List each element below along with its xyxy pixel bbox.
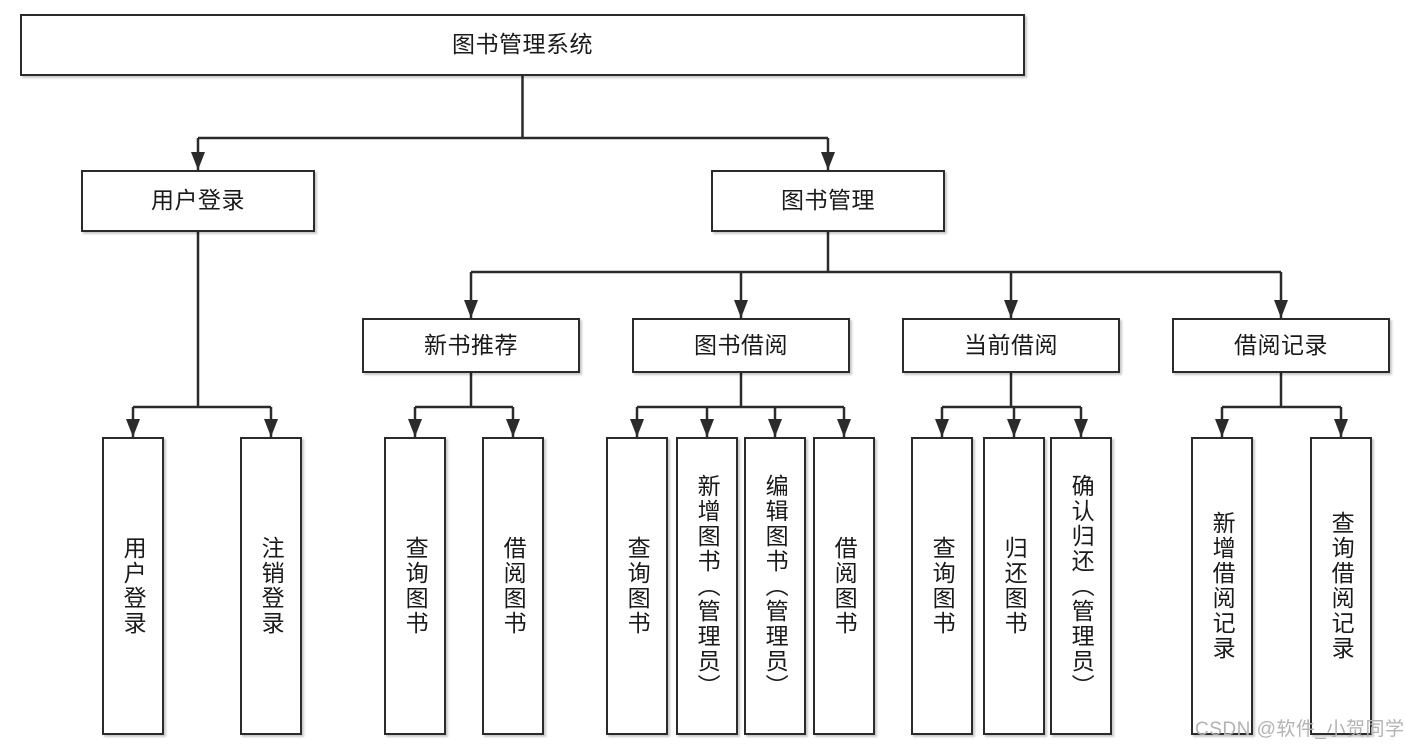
node-label: 借阅图书 xyxy=(500,536,527,636)
node-label: 新增图书（管理员） xyxy=(694,473,721,699)
node-label: 借阅记录 xyxy=(1234,331,1328,358)
arrowhead-icon xyxy=(464,300,478,318)
node-login[interactable]: 用户登录 xyxy=(81,170,315,232)
node-label: 编辑图书（管理员） xyxy=(762,473,789,699)
node-l-q1[interactable]: 查询图书 xyxy=(384,437,446,735)
watermark-text: CSDN @软件_小贺同学 xyxy=(1195,719,1405,740)
node-label: 确认归还（管理员） xyxy=(1068,473,1095,699)
node-root[interactable]: 图书管理系统 xyxy=(20,14,1025,76)
node-label: 图书借阅 xyxy=(694,331,788,358)
node-label: 查询图书 xyxy=(929,536,956,636)
node-l-newrec[interactable]: 新增借阅记录 xyxy=(1191,437,1253,735)
node-l-logout[interactable]: 注销登录 xyxy=(240,437,302,735)
node-label: 新书推荐 xyxy=(424,331,518,358)
node-label: 借阅图书 xyxy=(831,536,858,636)
arrowhead-icon xyxy=(506,419,520,437)
arrowhead-icon xyxy=(1004,300,1018,318)
node-label: 用户登录 xyxy=(120,536,147,636)
node-l-login[interactable]: 用户登录 xyxy=(102,437,164,735)
node-l-ret[interactable]: 归还图书 xyxy=(983,437,1045,735)
node-records[interactable]: 借阅记录 xyxy=(1172,318,1390,373)
node-l-b1[interactable]: 借阅图书 xyxy=(482,437,544,735)
arrowhead-icon xyxy=(734,300,748,318)
node-label: 图书管理系统 xyxy=(452,31,593,58)
arrowhead-icon xyxy=(264,419,278,437)
node-current[interactable]: 当前借阅 xyxy=(902,318,1120,373)
arrowhead-icon xyxy=(1074,419,1088,437)
arrowhead-icon xyxy=(126,419,140,437)
node-label: 图书管理 xyxy=(781,187,875,214)
arrowhead-icon xyxy=(1274,300,1288,318)
arrowhead-icon xyxy=(837,419,851,437)
arrowhead-icon xyxy=(630,419,644,437)
node-label: 查询借阅记录 xyxy=(1328,511,1355,661)
arrowhead-icon xyxy=(191,152,205,170)
arrowhead-icon xyxy=(1334,419,1348,437)
arrowhead-icon xyxy=(1215,419,1229,437)
arrowhead-icon xyxy=(408,419,422,437)
node-label: 用户登录 xyxy=(151,187,245,214)
node-l-edit[interactable]: 编辑图书（管理员） xyxy=(744,437,806,735)
node-l-q2[interactable]: 查询图书 xyxy=(606,437,668,735)
node-l-qrec[interactable]: 查询借阅记录 xyxy=(1310,437,1372,735)
node-label: 新增借阅记录 xyxy=(1209,511,1236,661)
node-label: 注销登录 xyxy=(258,536,285,636)
node-l-cret[interactable]: 确认归还（管理员） xyxy=(1050,437,1112,735)
node-l-q3[interactable]: 查询图书 xyxy=(911,437,973,735)
arrowhead-icon xyxy=(935,419,949,437)
arrowhead-icon xyxy=(821,152,835,170)
arrowhead-icon xyxy=(768,419,782,437)
node-newbook[interactable]: 新书推荐 xyxy=(362,318,580,373)
node-label: 查询图书 xyxy=(624,536,651,636)
arrowhead-icon xyxy=(1007,419,1021,437)
node-label: 当前借阅 xyxy=(964,331,1058,358)
node-bookmgmt[interactable]: 图书管理 xyxy=(711,170,945,232)
node-label: 查询图书 xyxy=(402,536,429,636)
node-borrow[interactable]: 图书借阅 xyxy=(632,318,850,373)
node-label: 归还图书 xyxy=(1001,536,1028,636)
node-l-b2[interactable]: 借阅图书 xyxy=(813,437,875,735)
node-l-add[interactable]: 新增图书（管理员） xyxy=(676,437,738,735)
arrowhead-icon xyxy=(700,419,714,437)
